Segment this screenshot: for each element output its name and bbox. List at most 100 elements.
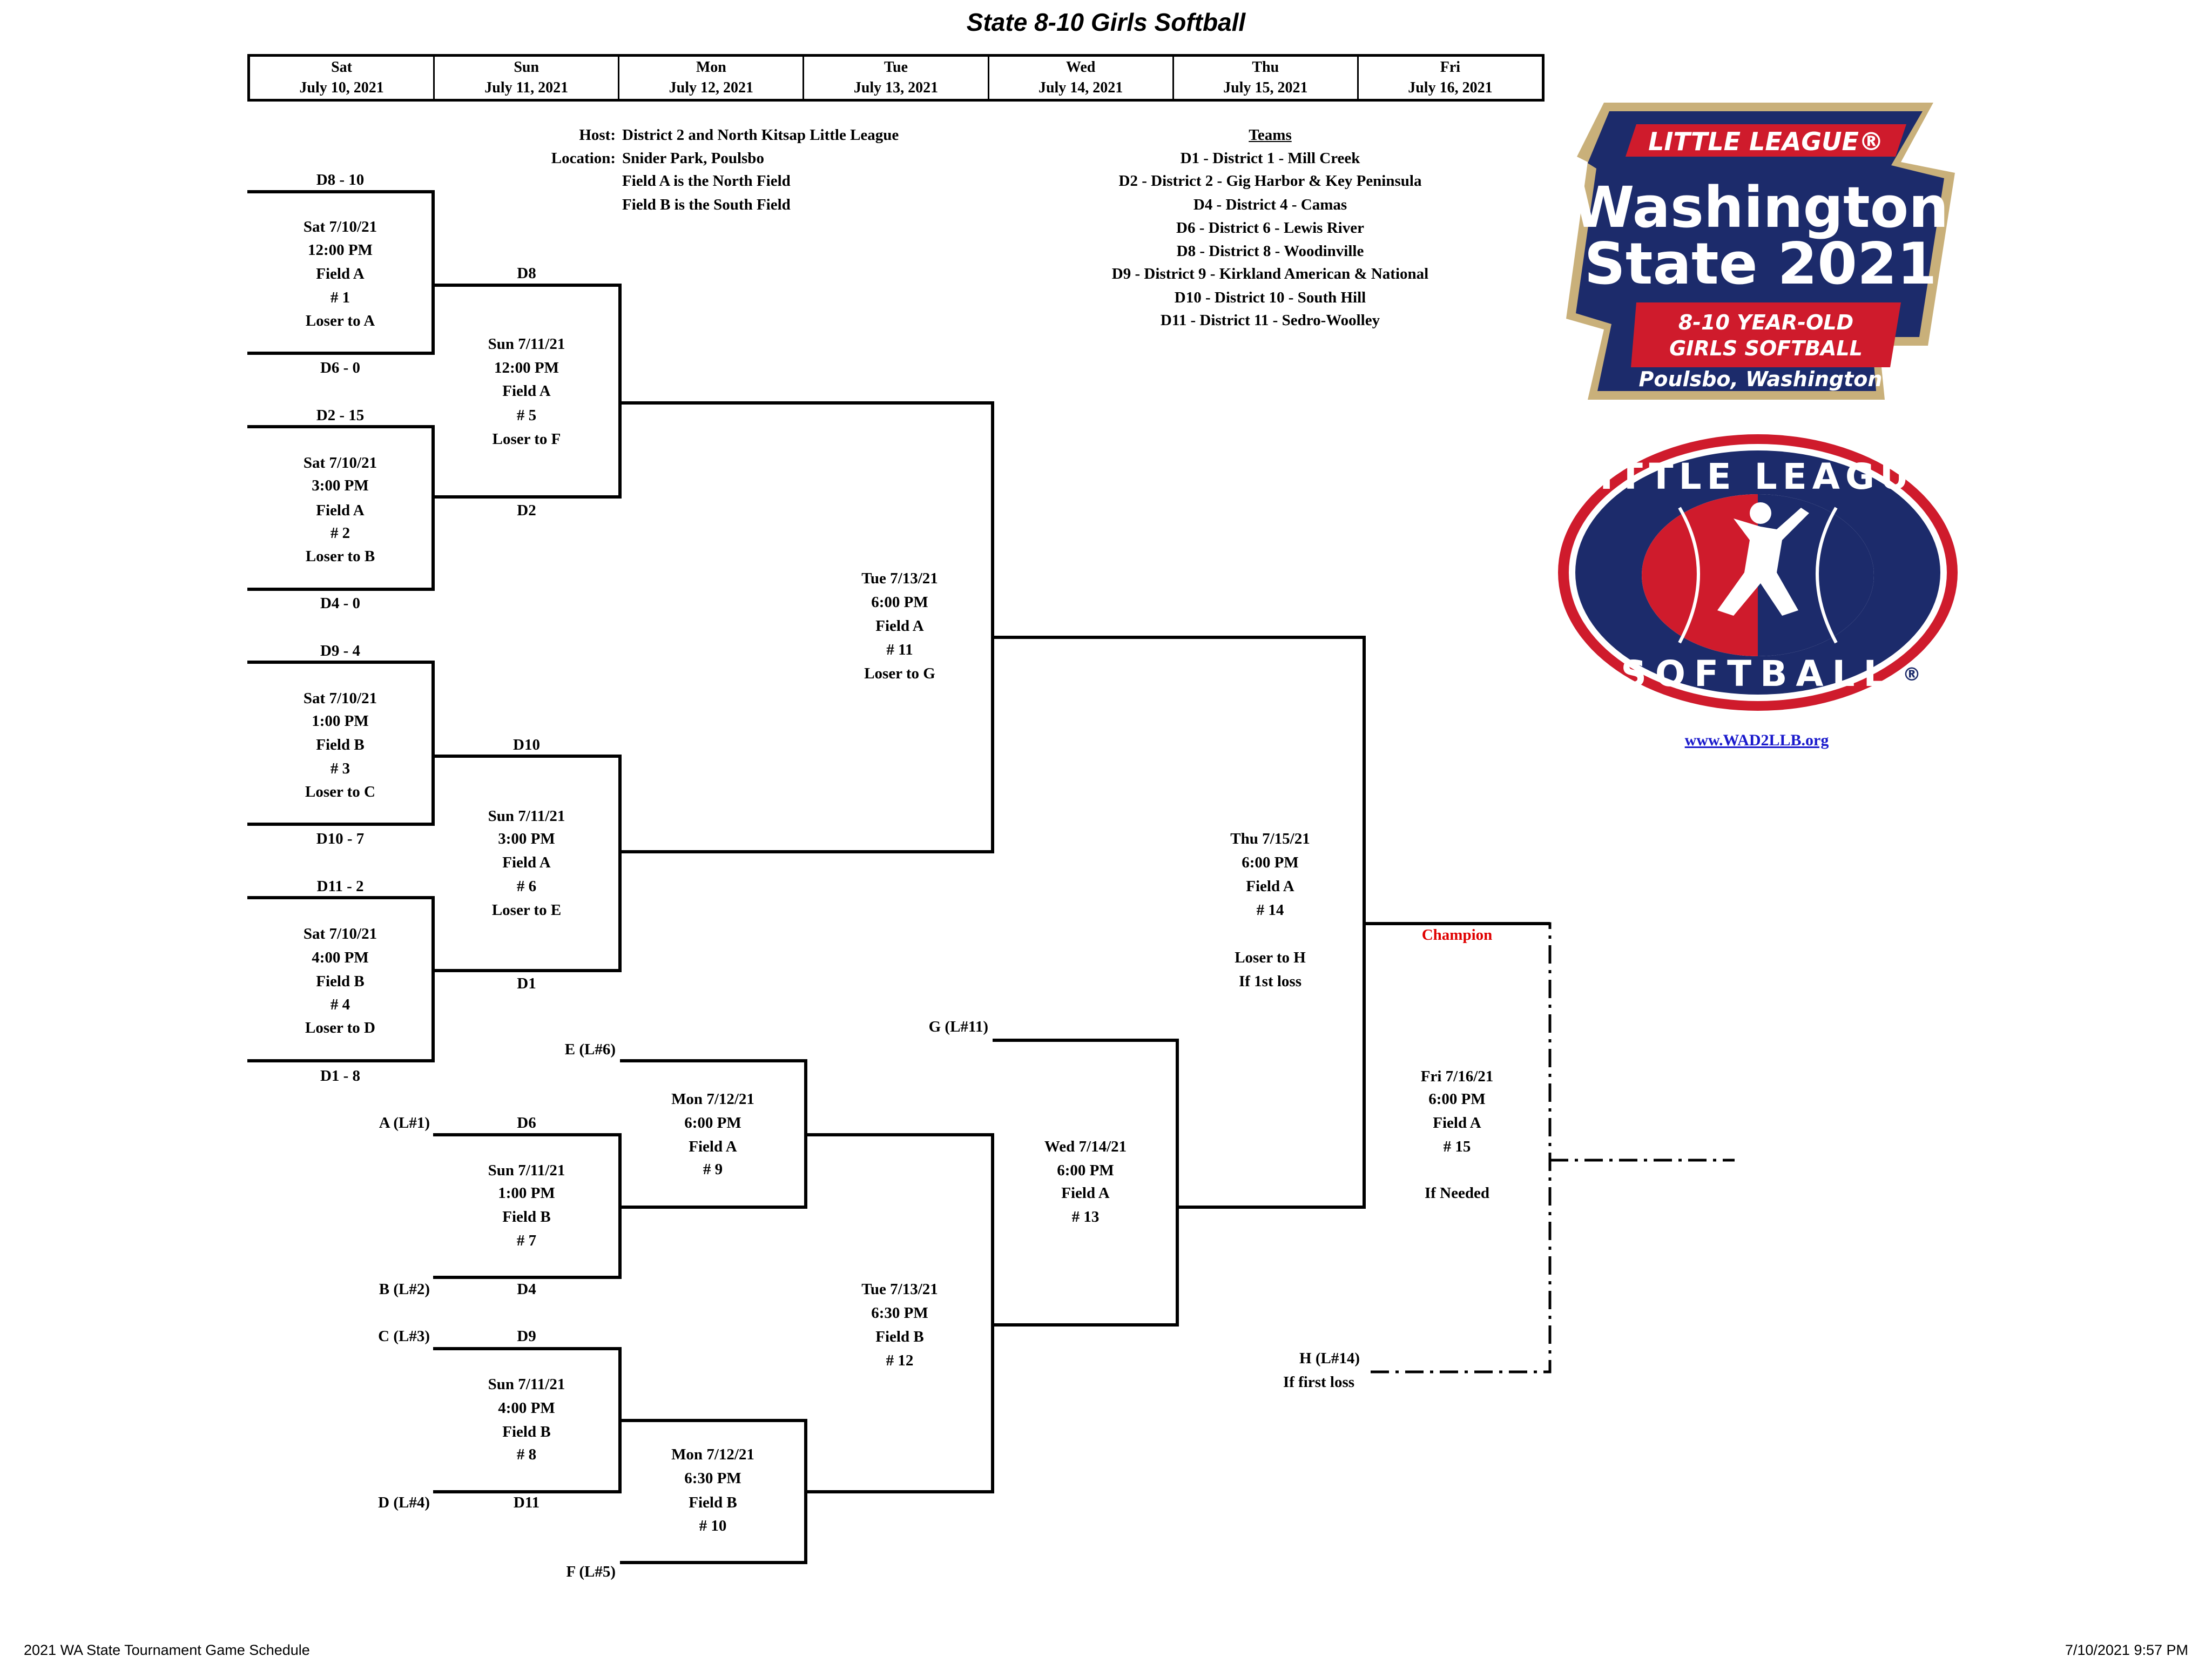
game-field: Field B <box>316 973 365 990</box>
losers-slot: D4 <box>517 1281 536 1298</box>
team-item: D10 - District 10 - South Hill <box>1174 289 1366 306</box>
team-item: D4 - District 4 - Camas <box>1193 196 1347 213</box>
game-number: # 7 <box>516 1232 537 1249</box>
losers-slot: D9 <box>517 1328 536 1345</box>
loser-label-g: G (L#11) <box>928 1018 988 1035</box>
game-date: Tue 7/13/21 <box>861 1281 938 1298</box>
loser-label-e: E (L#6) <box>564 1041 616 1058</box>
team-item: D2 - District 2 - Gig Harbor & Key Penin… <box>1118 172 1422 190</box>
game-number: # 3 <box>330 760 350 777</box>
day-name: Wed <box>1065 59 1096 76</box>
loser-label-b: B (L#2) <box>379 1281 430 1298</box>
game-date: Tue 7/13/21 <box>861 570 938 587</box>
game-date: Sun 7/11/21 <box>488 335 565 353</box>
game-number: # 11 <box>886 641 913 658</box>
team-item: D1 - District 1 - Mill Creek <box>1180 150 1360 167</box>
game-field: Field B <box>502 1423 551 1440</box>
game-time: 12:00 PM <box>308 241 373 259</box>
game-field: Field A <box>1246 878 1294 895</box>
game-number: # 14 <box>1256 901 1284 919</box>
game-date: Sun 7/11/21 <box>488 1376 565 1393</box>
bracket-game-12 <box>806 1133 994 1493</box>
team-item: D11 - District 11 - Sedro-Woolley <box>1160 312 1380 329</box>
game-note: If Needed <box>1424 1184 1490 1202</box>
game-time: 4:00 PM <box>312 949 369 966</box>
round1-slot: D9 - 4 <box>320 642 361 659</box>
round2-slot: D8 <box>517 265 536 282</box>
logo-line1: Washington <box>1573 174 1948 240</box>
game-time: 4:00 PM <box>498 1399 555 1417</box>
game-note: Loser to E <box>491 901 562 919</box>
loser-label-f: F (L#5) <box>566 1563 616 1580</box>
logo-place: Poulsbo, Washington <box>1639 367 1883 391</box>
bracket-game-7 <box>433 1133 622 1279</box>
losers-slot: D11 <box>513 1494 540 1511</box>
game-number: # 15 <box>1443 1138 1471 1155</box>
losers-slot: D6 <box>517 1114 536 1132</box>
bracket-game-9 <box>620 1059 807 1209</box>
game-field: Field B <box>316 736 365 753</box>
day-name: Sat <box>331 59 353 76</box>
round2-slot: D1 <box>517 975 536 992</box>
game-field: Field A <box>502 382 551 400</box>
loser-label-a: A (L#1) <box>379 1114 430 1132</box>
game-date: Sun 7/11/21 <box>488 807 565 825</box>
game-field: Field A <box>1433 1114 1481 1132</box>
logo-line2: State 2021 <box>1584 231 1937 297</box>
logo-banner <box>1626 124 1906 157</box>
bracket-game-1 <box>247 190 435 355</box>
teams-heading: Teams <box>1249 126 1292 144</box>
game-time: 12:00 PM <box>494 359 559 376</box>
bracket-game-4 <box>247 896 435 1062</box>
game-number: # 13 <box>1071 1208 1100 1226</box>
game-time: 6:30 PM <box>871 1304 928 1322</box>
round2-slot: D10 <box>513 736 540 753</box>
game-number: # 9 <box>703 1161 723 1178</box>
game-note: Loser to B <box>305 548 375 565</box>
website-link[interactable]: www.WAD2LLB.org <box>1684 731 1829 749</box>
game-number: # 4 <box>330 996 350 1013</box>
game-field: Field B <box>875 1328 924 1345</box>
game-date: Fri 7/16/21 <box>1420 1068 1494 1085</box>
softball-logo-top: LITTLE LEAGUE <box>1572 456 1944 497</box>
game-field: Field A <box>1061 1184 1110 1202</box>
round1-slot: D2 - 15 <box>316 407 365 424</box>
game-number: # 2 <box>330 524 350 542</box>
game-field: Field A <box>689 1138 737 1155</box>
game-field: Field A <box>316 265 365 282</box>
loser-h-note: If first loss <box>1283 1374 1355 1391</box>
game-number: # 6 <box>516 878 537 895</box>
game-date: Sat 7/10/21 <box>303 690 377 707</box>
team-item: D8 - District 8 - Woodinville <box>1176 243 1364 260</box>
game-number: # 5 <box>516 407 537 424</box>
champion-label: Champion <box>1421 926 1493 944</box>
logo-sub-banner <box>1631 302 1901 367</box>
day-name: Thu <box>1252 59 1279 76</box>
game-time: 1:00 PM <box>312 712 369 730</box>
field-b-note: Field B is the South Field <box>622 196 791 213</box>
day-date: July 14, 2021 <box>1038 79 1123 96</box>
washington-state-logo: LITTLE LEAGUE® Washington State 2021 8-1… <box>1566 103 1955 400</box>
host-value: District 2 and North Kitsap Little Leagu… <box>622 126 899 144</box>
game-time: 6:00 PM <box>684 1114 741 1132</box>
game-time: 6:00 PM <box>1242 854 1299 871</box>
game-field: Field A <box>502 854 551 871</box>
round1-slot: D10 - 7 <box>316 830 365 847</box>
game-time: 6:00 PM <box>1057 1162 1114 1179</box>
pitcher-silhouette <box>1717 508 1809 616</box>
bracket-game-15 <box>1364 922 1552 1374</box>
host-label: Host: <box>579 126 616 144</box>
game-time: 3:00 PM <box>498 830 555 847</box>
softball-logo-bottom: SOFTBALL <box>1621 653 1894 695</box>
game-date: Sun 7/11/21 <box>488 1162 565 1179</box>
game-time: 3:00 PM <box>312 477 369 494</box>
